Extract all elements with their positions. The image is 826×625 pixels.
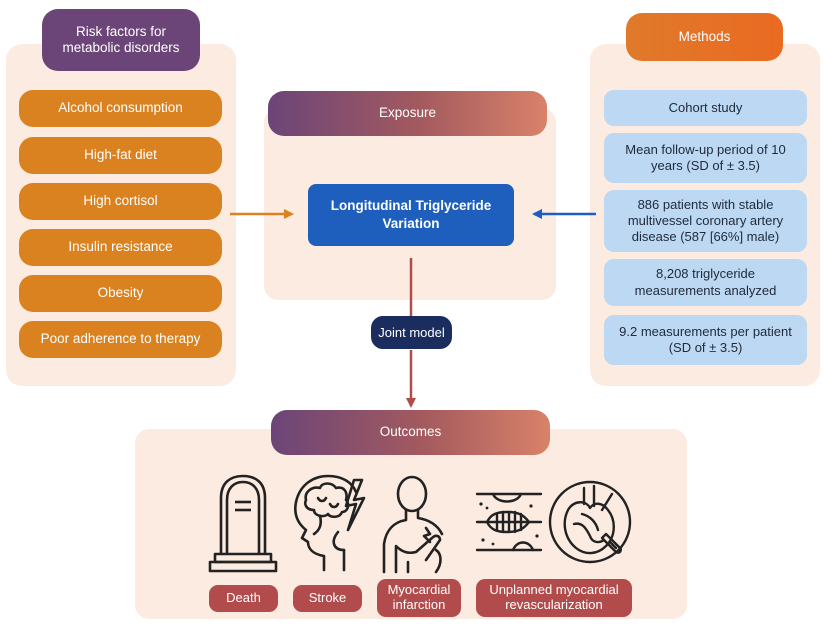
tombstone-icon <box>208 474 278 573</box>
methods-item-cohort: Cohort study <box>604 90 807 126</box>
methods-title: Methods <box>626 13 783 61</box>
methods-item-follow-up: Mean follow-up period of 10 years (SD of… <box>604 133 807 183</box>
outcome-death: Death <box>209 585 278 612</box>
methods-item-patients: 886 patients with stable multivessel cor… <box>604 190 807 252</box>
risk-item-obesity: Obesity <box>19 275 222 312</box>
methods-item-per-patient: 9.2 measurements per patient (SD of ± 3.… <box>604 315 807 365</box>
risk-item-poor-adherence: Poor adherence to therapy <box>19 321 222 358</box>
outcome-stroke: Stroke <box>293 585 362 612</box>
risk-item-high-fat-diet: High-fat diet <box>19 137 222 174</box>
outcome-revascularization: Unplanned myocardial revascularization <box>476 579 632 617</box>
risk-factors-title: Risk factors for metabolic disorders <box>42 9 200 71</box>
chest-pain-icon <box>382 475 444 574</box>
risk-item-alcohol: Alcohol consumption <box>19 90 222 127</box>
stroke-head-icon <box>294 474 366 572</box>
risk-item-insulin-resistance: Insulin resistance <box>19 229 222 266</box>
exposure-title: Exposure <box>268 91 547 136</box>
outcome-myocardial-infarction: Myocardial infarction <box>377 579 461 617</box>
heart-vessels-icon <box>548 480 632 564</box>
outcomes-title: Outcomes <box>271 410 550 455</box>
methods-item-measurements: 8,208 triglyceride measurements analyzed <box>604 259 807 306</box>
longitudinal-tg-variation: Longitudinal Triglyceride Variation <box>308 184 514 246</box>
stent-artery-icon <box>475 492 543 552</box>
joint-model-node: Joint model <box>371 316 452 349</box>
risk-item-high-cortisol: High cortisol <box>19 183 222 220</box>
